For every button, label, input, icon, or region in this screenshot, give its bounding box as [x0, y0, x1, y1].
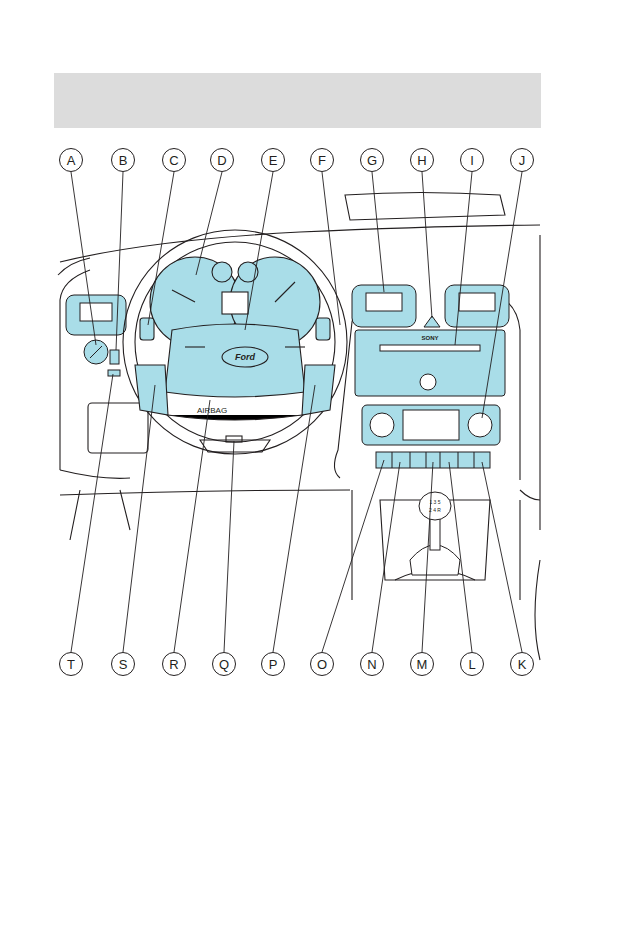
illustration-text: Ford	[235, 353, 255, 362]
callout-circle: O	[310, 652, 334, 676]
callout-circle: F	[310, 148, 334, 172]
callout-circle: J	[510, 148, 534, 172]
callout-circle: N	[360, 652, 384, 676]
callout-letter: O	[317, 658, 327, 671]
steering-wheel	[123, 230, 347, 454]
callout-circle: E	[261, 148, 285, 172]
callout-letter: E	[269, 154, 278, 167]
callout-letter: A	[67, 154, 76, 167]
callout-letter: R	[169, 658, 178, 671]
illustration-text: 1 3 5	[429, 500, 440, 505]
callout-letter: D	[217, 154, 226, 167]
callout-circle: P	[261, 652, 285, 676]
callout-letter: L	[468, 658, 475, 671]
gear-lever	[410, 492, 460, 575]
illustration-text: 2 4 R	[429, 508, 441, 513]
dashboard-outline	[58, 193, 540, 661]
callout-letter: Q	[219, 658, 229, 671]
leader-lines	[71, 172, 522, 652]
illustration-text: AIRBAG	[197, 407, 227, 415]
callout-circle: M	[410, 652, 434, 676]
callout-circle: K	[510, 652, 534, 676]
callout-letter: N	[367, 658, 376, 671]
callout-circle: D	[210, 148, 234, 172]
callout-letter: G	[367, 154, 377, 167]
callout-circle: T	[59, 652, 83, 676]
callout-letter: S	[119, 658, 128, 671]
callout-circle: A	[59, 148, 83, 172]
callout-circle: I	[460, 148, 484, 172]
callout-circle: Q	[212, 652, 236, 676]
light-switch	[84, 340, 120, 376]
illustration-text: SONY	[421, 335, 438, 341]
callout-letter: F	[318, 154, 326, 167]
radio-and-climate	[355, 330, 505, 468]
callout-circle: L	[460, 652, 484, 676]
header-band	[54, 73, 541, 128]
callout-letter: M	[417, 658, 428, 671]
callout-letter: I	[470, 154, 474, 167]
callout-circle: S	[111, 652, 135, 676]
callout-letter: H	[417, 154, 426, 167]
callout-letter: B	[119, 154, 128, 167]
callout-circle: H	[410, 148, 434, 172]
callout-circle: G	[360, 148, 384, 172]
callout-letter: C	[169, 154, 178, 167]
callout-circle: B	[111, 148, 135, 172]
callout-circle: C	[162, 148, 186, 172]
callout-letter: P	[269, 658, 278, 671]
callout-letter: K	[518, 658, 527, 671]
callout-letter: J	[519, 154, 526, 167]
callout-circle: R	[162, 652, 186, 676]
callout-letter: T	[67, 658, 75, 671]
